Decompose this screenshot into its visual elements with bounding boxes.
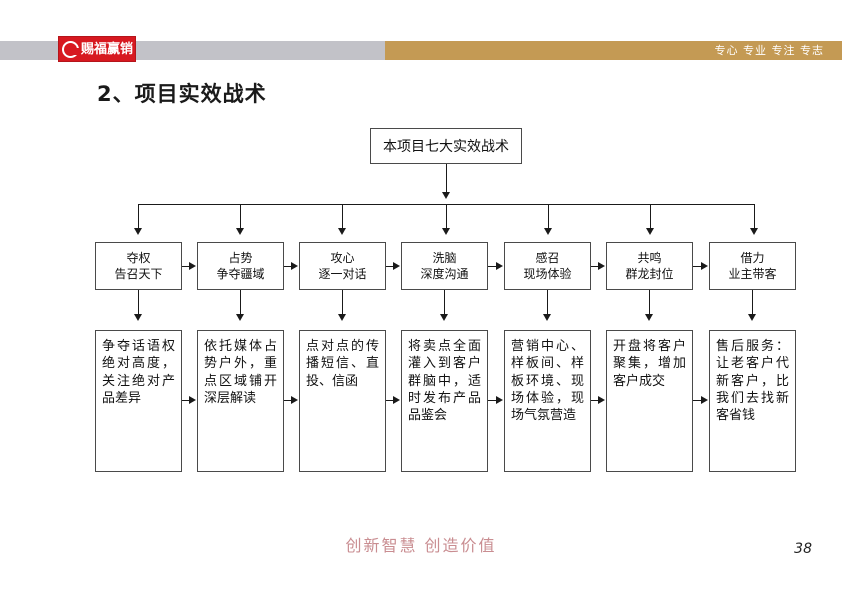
logo-circle-f-icon [62, 40, 80, 58]
tactic-node-4-line1: 洗脑 [432, 250, 457, 265]
tactic-link-line-5-6 [591, 266, 599, 267]
tactic-to-detail-arrow-4 [440, 314, 448, 321]
tactic-link-line-6-7 [693, 266, 702, 267]
tactic-to-detail-arrow-5 [543, 314, 551, 321]
tactic-node-4-line2: 深度沟通 [420, 267, 469, 281]
tactic-node-5-line2: 现场体验 [523, 267, 572, 281]
tactic-to-detail-line-3 [342, 290, 343, 316]
tactic-link-arrow-1-2 [189, 262, 196, 270]
tactic-node-7-line2: 业主带客 [728, 267, 777, 281]
tactic-node-6-line1: 共鸣 [637, 250, 662, 265]
detail-link-arrow-4-5 [496, 396, 503, 404]
detail-node-7: 售后服务：让老客户代新客户，比我们去找新客省钱 [709, 330, 796, 472]
diagram-root-node: 本项目七大实效战术 [370, 128, 522, 164]
detail-node-4: 将卖点全面灌入到客户群脑中，适时发布产品品鉴会 [401, 330, 488, 472]
page-title: 2、项目实效战术 [97, 82, 267, 106]
detail-link-arrow-3-4 [393, 396, 400, 404]
page-number: 38 [794, 541, 812, 557]
tactic-to-detail-line-5 [547, 290, 548, 316]
tactic-to-detail-arrow-6 [645, 314, 653, 321]
tactic-to-detail-line-7 [752, 290, 753, 316]
tactic-to-detail-arrow-3 [338, 314, 346, 321]
bus-drop-6 [650, 204, 651, 230]
tactic-to-detail-arrow-7 [748, 314, 756, 321]
tactic-node-1-line2: 告召天下 [114, 267, 163, 281]
header-tagline: 专心 专业 专注 专志 [714, 44, 824, 57]
tactic-link-line-3-4 [386, 266, 394, 267]
tactic-node-5: 感召 现场体验 [504, 242, 591, 290]
tactic-node-6-line2: 群龙封位 [625, 267, 674, 281]
bus-drop-arrow-3 [338, 228, 346, 235]
tactic-node-2: 占势 争夺疆域 [197, 242, 284, 290]
tactic-to-detail-line-2 [240, 290, 241, 316]
tactic-link-arrow-3-4 [393, 262, 400, 270]
tactic-node-3-line2: 逐一对话 [318, 267, 367, 281]
bus-drop-1 [138, 204, 139, 230]
tactic-link-line-2-3 [284, 266, 292, 267]
detail-link-line-6-7 [693, 400, 702, 401]
company-logo: 赐福赢销 [58, 36, 136, 62]
tactic-node-3-line1: 攻心 [330, 250, 355, 265]
bus-drop-4 [446, 204, 447, 230]
detail-link-line-2-3 [284, 400, 292, 401]
logo-text: 赐福赢销 [81, 41, 134, 57]
root-stem-line [446, 164, 447, 196]
detail-node-5: 营销中心、样板间、样板环境、现场体验，现场气氛营造 [504, 330, 591, 472]
tactic-node-1-line1: 夺权 [126, 250, 151, 265]
footer-slogan: 创新智慧 创造价值 [345, 536, 497, 555]
bus-drop-arrow-1 [134, 228, 142, 235]
detail-link-arrow-1-2 [189, 396, 196, 404]
bus-drop-arrow-4 [442, 228, 450, 235]
tactic-to-detail-arrow-1 [134, 314, 142, 321]
detail-link-arrow-5-6 [598, 396, 605, 404]
detail-link-line-5-6 [591, 400, 599, 401]
tactic-to-detail-arrow-2 [236, 314, 244, 321]
bus-drop-arrow-2 [236, 228, 244, 235]
detail-link-arrow-2-3 [291, 396, 298, 404]
tactic-link-arrow-2-3 [291, 262, 298, 270]
bus-drop-arrow-7 [750, 228, 758, 235]
detail-node-3: 点对点的传播短信、直投、信函 [299, 330, 386, 472]
bus-drop-arrow-5 [544, 228, 552, 235]
bus-drop-2 [240, 204, 241, 230]
tactic-to-detail-line-1 [138, 290, 139, 316]
tactic-link-line-4-5 [488, 266, 497, 267]
tactic-node-1: 夺权 告召天下 [95, 242, 182, 290]
bus-drop-5 [548, 204, 549, 230]
tactic-node-2-line1: 占势 [228, 250, 253, 265]
tactic-node-2-line2: 争夺疆域 [216, 267, 265, 281]
tactic-node-4: 洗脑 深度沟通 [401, 242, 488, 290]
tactic-link-arrow-6-7 [701, 262, 708, 270]
detail-link-line-3-4 [386, 400, 394, 401]
tactic-link-arrow-4-5 [496, 262, 503, 270]
detail-link-line-1-2 [182, 400, 190, 401]
tactic-node-7: 借力 业主带客 [709, 242, 796, 290]
detail-link-line-4-5 [488, 400, 497, 401]
tactic-link-line-1-2 [182, 266, 190, 267]
tactic-node-7-line1: 借力 [740, 250, 765, 265]
root-stem-arrowhead [442, 192, 450, 199]
detail-link-arrow-6-7 [701, 396, 708, 404]
bus-drop-arrow-6 [646, 228, 654, 235]
tactic-to-detail-line-6 [649, 290, 650, 316]
bus-drop-7 [754, 204, 755, 230]
tactic-link-arrow-5-6 [598, 262, 605, 270]
detail-node-2: 依托媒体占势户外，重点区域铺开深层解读 [197, 330, 284, 472]
detail-node-1: 争夺话语权绝对高度，关注绝对产品差异 [95, 330, 182, 472]
header-bar-gold-segment [385, 41, 842, 60]
tactic-to-detail-line-4 [444, 290, 445, 316]
tactic-node-5-line1: 感召 [535, 250, 560, 265]
tactic-node-6: 共鸣 群龙封位 [606, 242, 693, 290]
tactic-node-3: 攻心 逐一对话 [299, 242, 386, 290]
detail-node-6: 开盘将客户聚集，增加客户成交 [606, 330, 693, 472]
bus-drop-3 [342, 204, 343, 230]
